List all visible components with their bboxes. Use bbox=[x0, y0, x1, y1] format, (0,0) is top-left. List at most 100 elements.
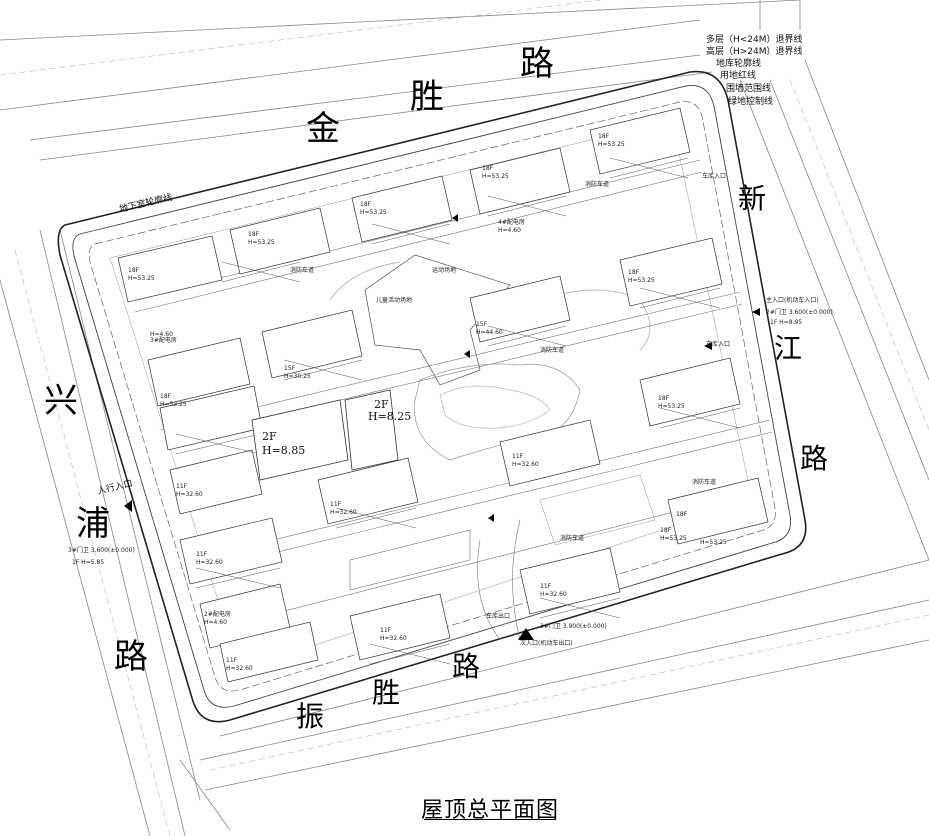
substation-3-label: 3#配电房 bbox=[150, 336, 177, 344]
road-south-char-2: 胜 bbox=[372, 676, 400, 709]
building-9-floors: 18F bbox=[658, 395, 670, 402]
building-2-height: H=53.25 bbox=[248, 239, 275, 246]
building-4-floors: 18F bbox=[482, 165, 494, 172]
south-gate-label: 3#门卫 3.900(±0.000) bbox=[540, 622, 607, 630]
building-15-height: H=32.60 bbox=[540, 591, 567, 598]
south-entry-label: 次入口(机动车出口) bbox=[520, 639, 573, 647]
legend-item-1: 多层（H<24M）退界线 bbox=[706, 33, 803, 45]
building-15-floors: 11F bbox=[540, 583, 552, 590]
drawing-title: 屋顶总平面图 bbox=[420, 798, 559, 823]
building-1-floors: 18F bbox=[128, 267, 140, 274]
building-14-height: H=32.60 bbox=[196, 559, 223, 566]
fire-lane-label-2: 消防车道 bbox=[585, 180, 609, 188]
small-markers bbox=[452, 214, 494, 522]
car-entrance-label: 车库入口 bbox=[702, 172, 726, 180]
fire-lane-label-1: 消防车道 bbox=[290, 266, 314, 274]
building-8-height: H=53.25 bbox=[160, 401, 187, 408]
internal-roads bbox=[129, 159, 773, 641]
legend-item-2: 高层（H>24M）退界线 bbox=[706, 45, 803, 57]
west-gate-label: 3#门卫 3.600(±0.000) bbox=[68, 546, 135, 554]
building-6-floors: 18F bbox=[628, 269, 640, 276]
road-south-char-3: 路 bbox=[452, 650, 480, 683]
building-12-floors: 11F bbox=[512, 453, 524, 460]
legend-item-4: 用地红线 bbox=[720, 69, 756, 81]
substation-4-label: 4#配电房 bbox=[498, 218, 525, 226]
substation-3-height: H=4.60 bbox=[150, 331, 173, 338]
legend-item-6: 绿地控制线 bbox=[728, 95, 773, 107]
road-east-char-3: 路 bbox=[800, 442, 828, 475]
building-7-height: H=44.60 bbox=[476, 329, 503, 336]
clubhouse-b-floors: 2F bbox=[374, 398, 389, 411]
clubhouse-blocks bbox=[251, 389, 399, 481]
main-entrance-label: 主入口(机动车入口) bbox=[766, 296, 819, 304]
clubhouse-b-height: H=8.25 bbox=[368, 410, 411, 423]
road-names: 金 胜 路 兴 浦 路 新 江 路 振 胜 路 bbox=[44, 44, 828, 733]
road-north-char-1: 金 bbox=[306, 109, 340, 149]
road-south-char-1: 振 bbox=[296, 700, 324, 733]
building-17-floors: 18F bbox=[676, 511, 688, 518]
building-19-height: H=32.60 bbox=[176, 491, 203, 498]
east-gate-label: 2#门卫 3.600(±0.000) bbox=[766, 308, 833, 316]
building-14-floors: 11F bbox=[196, 551, 208, 558]
south-entry-arrow bbox=[518, 628, 534, 640]
building-labels: 18F H=53.25 18F H=53.25 18F H=53.25 18F … bbox=[128, 133, 727, 672]
building-13-floors: 11F bbox=[330, 501, 342, 508]
drawing-title-underline bbox=[424, 819, 556, 820]
building-10-floors: 15F bbox=[284, 365, 296, 372]
building-5-height: H=53.25 bbox=[598, 141, 625, 148]
substation-4-height: H=4.60 bbox=[498, 227, 521, 234]
east-gate-height: 1F H=8.95 bbox=[770, 319, 802, 326]
building-3-height: H=53.25 bbox=[360, 209, 387, 216]
road-north-char-2: 胜 bbox=[410, 77, 444, 117]
road-east-char-1: 新 bbox=[738, 182, 766, 215]
building-1-height: H=53.25 bbox=[128, 275, 155, 282]
building-6-height: H=53.25 bbox=[628, 277, 655, 284]
building-3-floors: 18F bbox=[360, 201, 372, 208]
basement-outline-label: 地下室轮廓线 bbox=[118, 191, 173, 215]
clubhouse-height: H=8.85 bbox=[262, 444, 305, 457]
building-19-floors: 11F bbox=[176, 483, 188, 490]
building-18-height: H=32.60 bbox=[226, 665, 253, 672]
car-entrance-label-2: 车库入口 bbox=[706, 340, 730, 348]
road-west-char-1: 兴 bbox=[44, 381, 78, 421]
substation-2-label: 2#配电房 bbox=[204, 610, 231, 618]
main-entrance-arrow bbox=[752, 308, 760, 316]
fire-lane-label-3: 消防车道 bbox=[540, 346, 564, 354]
sports-field-label: 运动场地 bbox=[432, 266, 456, 274]
building-4-height: H=53.25 bbox=[482, 173, 509, 180]
road-west-char-3: 路 bbox=[114, 637, 148, 677]
building-2-floors: 18F bbox=[248, 231, 260, 238]
building-16-floors: 11F bbox=[380, 627, 392, 634]
car-exit-label: 车库出口 bbox=[486, 612, 510, 620]
legend: 多层（H<24M）退界线 高层（H>24M）退界线 地库轮廓线 用地红线 围墙范… bbox=[706, 33, 803, 107]
building-13-height: H=32.60 bbox=[330, 509, 357, 516]
road-north-char-3: 路 bbox=[520, 44, 554, 84]
fire-lane-label-5: 消防车道 bbox=[560, 534, 584, 542]
building-blocks bbox=[117, 107, 769, 683]
building-9-height: H=53.25 bbox=[658, 403, 685, 410]
fire-lane-label-4: 消防车道 bbox=[692, 478, 716, 486]
road-east-char-2: 江 bbox=[774, 332, 802, 365]
building-5-floors: 18F bbox=[598, 133, 610, 140]
building-7-floors: 15F bbox=[476, 321, 488, 328]
pedestrian-entrance-arrow bbox=[124, 500, 132, 512]
roof-markers bbox=[175, 157, 741, 665]
building-18-floors: 11F bbox=[226, 657, 238, 664]
building-17-height: H=53.25 bbox=[700, 539, 727, 546]
building-10-height: H=30.25 bbox=[284, 373, 311, 380]
building-16-height: H=32.60 bbox=[380, 635, 407, 642]
building-12-height: H=32.60 bbox=[512, 461, 539, 468]
road-west-char-2: 浦 bbox=[76, 504, 110, 544]
pedestrian-entrance-label: 人行入口 bbox=[96, 477, 134, 497]
building-8-floors: 18F bbox=[160, 393, 172, 400]
building-11-height: H=53.25 bbox=[660, 535, 687, 542]
legend-item-5: 围墙范围线 bbox=[726, 82, 771, 94]
west-gate-height: 1F H=5.85 bbox=[72, 559, 104, 566]
building-11-floors: 18F bbox=[660, 527, 672, 534]
substation-2-height: H=4.60 bbox=[204, 619, 227, 626]
kids-area-label: 儿童活动场地 bbox=[376, 296, 412, 304]
legend-item-3: 地库轮廓线 bbox=[716, 57, 761, 69]
